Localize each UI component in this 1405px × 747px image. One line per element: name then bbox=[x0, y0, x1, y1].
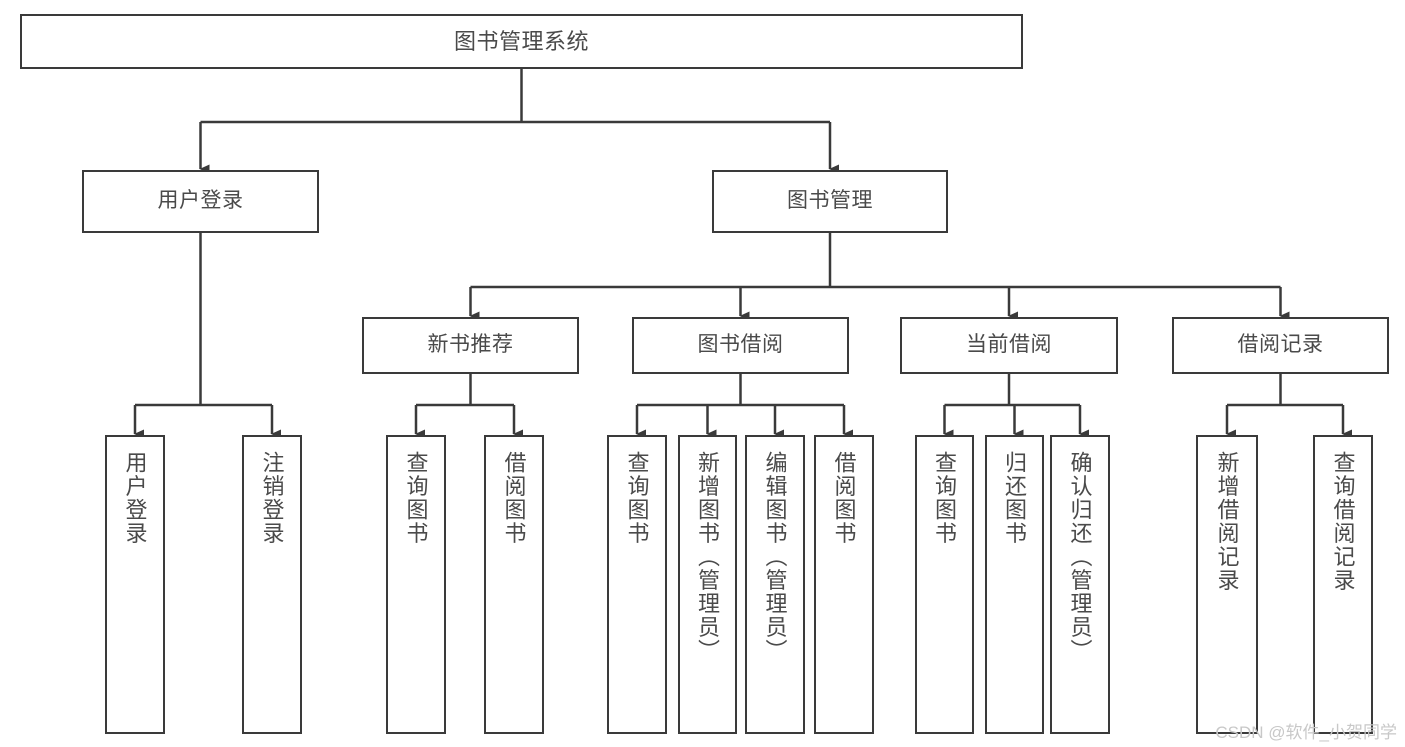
node-leaf-borrow-book-1[interactable]: 借阅图书 bbox=[484, 435, 544, 734]
node-label-leaf-logout: 注销登录 bbox=[259, 451, 285, 545]
node-leaf-query-book-1[interactable]: 查询图书 bbox=[386, 435, 446, 734]
node-leaf-add-record[interactable]: 新增借阅记录 bbox=[1196, 435, 1258, 734]
node-label-leaf-confirm-return: 确认归还（管理员） bbox=[1067, 451, 1093, 663]
node-user-login[interactable]: 用户登录 bbox=[82, 170, 319, 233]
node-leaf-borrow-book-2[interactable]: 借阅图书 bbox=[814, 435, 874, 734]
node-leaf-return-book[interactable]: 归还图书 bbox=[985, 435, 1044, 734]
node-label-book-manage: 图书管理 bbox=[787, 189, 873, 213]
node-label-leaf-add-record: 新增借阅记录 bbox=[1214, 451, 1240, 592]
node-label-leaf-user-login: 用户登录 bbox=[122, 451, 148, 545]
node-label-leaf-edit-book: 编辑图书（管理员） bbox=[762, 451, 788, 663]
node-leaf-edit-book[interactable]: 编辑图书（管理员） bbox=[745, 435, 805, 734]
node-label-leaf-borrow-book-2: 借阅图书 bbox=[831, 451, 857, 545]
watermark-text: CSDN @软件_小贺同学 bbox=[1215, 723, 1397, 742]
node-label-current-borrow: 当前借阅 bbox=[966, 333, 1052, 357]
node-leaf-add-book[interactable]: 新增图书（管理员） bbox=[678, 435, 737, 734]
node-label-borrow-record: 借阅记录 bbox=[1237, 333, 1324, 357]
node-leaf-query-book-3[interactable]: 查询图书 bbox=[915, 435, 974, 734]
node-root[interactable]: 图书管理系统 bbox=[20, 14, 1023, 69]
node-book-borrow[interactable]: 图书借阅 bbox=[632, 317, 849, 374]
node-label-leaf-query-record: 查询借阅记录 bbox=[1330, 451, 1356, 592]
node-leaf-query-record[interactable]: 查询借阅记录 bbox=[1313, 435, 1373, 734]
node-leaf-query-book-2[interactable]: 查询图书 bbox=[607, 435, 667, 734]
node-leaf-logout[interactable]: 注销登录 bbox=[242, 435, 302, 734]
node-new-book-rec[interactable]: 新书推荐 bbox=[362, 317, 579, 374]
node-current-borrow[interactable]: 当前借阅 bbox=[900, 317, 1118, 374]
node-label-new-book-rec: 新书推荐 bbox=[427, 333, 514, 357]
node-label-leaf-query-book-3: 查询图书 bbox=[932, 451, 958, 545]
node-label-root: 图书管理系统 bbox=[453, 28, 589, 54]
node-label-user-login: 用户登录 bbox=[157, 189, 244, 213]
node-label-leaf-query-book-1: 查询图书 bbox=[403, 451, 429, 545]
node-label-leaf-add-book: 新增图书（管理员） bbox=[695, 451, 721, 663]
node-book-manage[interactable]: 图书管理 bbox=[712, 170, 948, 233]
node-label-leaf-return-book: 归还图书 bbox=[1002, 451, 1028, 545]
node-leaf-user-login[interactable]: 用户登录 bbox=[105, 435, 165, 734]
node-borrow-record[interactable]: 借阅记录 bbox=[1172, 317, 1389, 374]
node-label-leaf-borrow-book-1: 借阅图书 bbox=[501, 451, 527, 545]
node-label-leaf-query-book-2: 查询图书 bbox=[624, 451, 650, 545]
node-label-book-borrow: 图书借阅 bbox=[697, 333, 784, 357]
node-leaf-confirm-return[interactable]: 确认归还（管理员） bbox=[1050, 435, 1110, 734]
